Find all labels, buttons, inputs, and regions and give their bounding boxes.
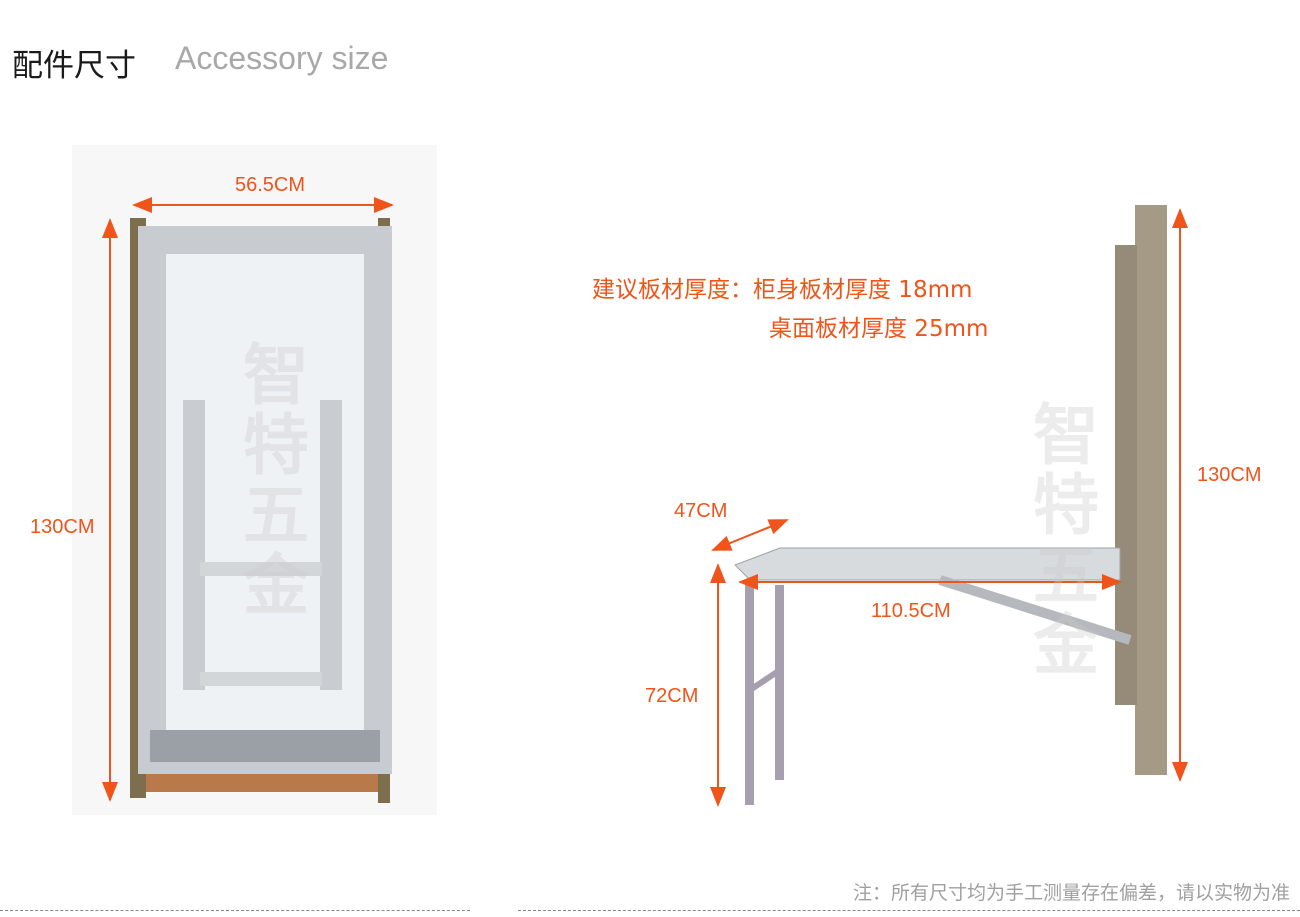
table-height-label: 72CM (645, 685, 699, 707)
footer-divider-left (0, 910, 470, 911)
wall-table-side-view (734, 205, 1167, 805)
measurement-disclaimer: 注：所有尺寸均为手工测量存在偏差，请以实物为准 (852, 882, 1290, 904)
page-subtitle: Accessory size (175, 40, 389, 76)
height-label: 130CM (30, 516, 95, 538)
page-title: 配件尺寸 (12, 48, 136, 84)
folding-bed-frame-front-view (72, 145, 437, 815)
watermark-right: 智特五金 (1022, 400, 1099, 680)
cabinet-height-label: 130CM (1197, 464, 1262, 486)
depth-dimension-arrow (711, 519, 789, 551)
depth-label: 47CM (674, 500, 728, 522)
thickness-recommendation-line2: 桌面板材厚度 25mm (769, 316, 989, 342)
length-label: 110.5CM (871, 600, 951, 622)
watermark-left: 智特五金 (232, 340, 309, 620)
footer-divider-right (518, 910, 1300, 911)
width-label: 56.5CM (235, 174, 306, 196)
thickness-recommendation-line1: 建议板材厚度：柜身板材厚度 18mm (592, 277, 973, 303)
